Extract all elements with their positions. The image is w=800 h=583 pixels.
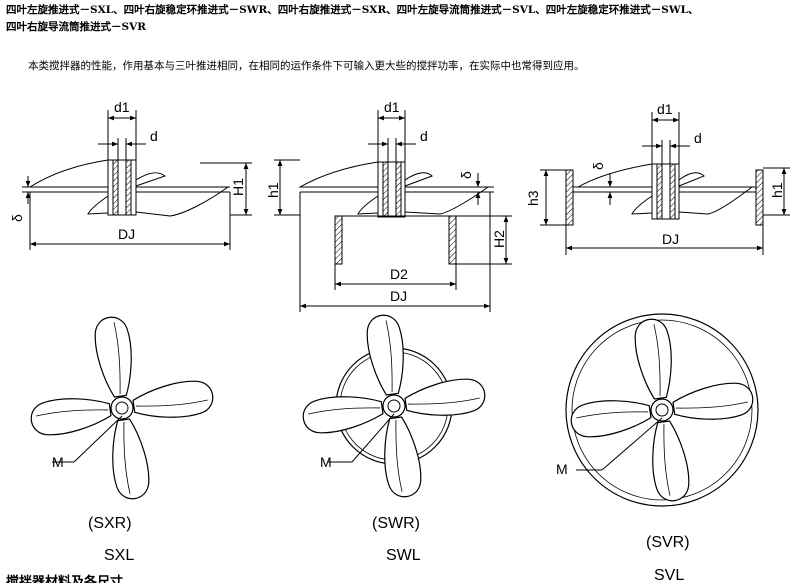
sx-code-right: (SXR) <box>88 515 132 532</box>
sx-marker-m: M <box>52 454 64 470</box>
diagram-sx-dim-labels: d1 d H1 δ DJ <box>9 99 246 242</box>
diagram-sw-top-view <box>300 312 488 500</box>
sv-dim-h3: h3 <box>525 190 541 206</box>
diagram-sx-side-view <box>22 110 252 250</box>
sv-dim-d1: d1 <box>657 101 673 117</box>
sx-dim-dj: DJ <box>118 226 135 242</box>
diagram-sw-side-view <box>274 110 512 312</box>
page-heading: 四叶左旋推进式－SXL、四叶右旋稳定环推进式－SWR、四叶右旋推进式－SXR、四… <box>6 2 796 36</box>
sw-code-right: (SWR) <box>372 515 420 532</box>
sw-dim-h1: h1 <box>265 182 281 198</box>
diagram-sx-top-view <box>28 314 216 502</box>
sv-dim-delta: δ <box>590 162 606 170</box>
sv-marker-m: M <box>556 461 568 477</box>
diagram-sv-top-view <box>565 313 759 507</box>
diagram-sv-side-view <box>540 112 790 255</box>
description-text: 本类搅拌器的性能，作用基本与三叶推进相同，在相同的运作条件下可输入更大些的搅拌功… <box>28 60 585 72</box>
heading-line-1: 四叶左旋推进式－SXL、四叶右旋稳定环推进式－SWR、四叶右旋推进式－SXR、四… <box>6 4 699 16</box>
sw-dim-delta: δ <box>458 171 474 179</box>
sx-dim-d: d <box>150 128 158 144</box>
sv-dim-dj: DJ <box>662 231 679 247</box>
sx-dim-delta: δ <box>9 214 25 222</box>
sx-dim-h1: H1 <box>230 178 246 196</box>
sw-dim-d1: d1 <box>384 99 400 115</box>
sw-code-left: SWL <box>386 547 421 564</box>
sw-dim-d2: D2 <box>390 266 408 282</box>
diagram-sw-dim-labels: d1 d h1 δ H2 D2 DJ <box>265 99 507 304</box>
sw-dim-d: d <box>420 128 428 144</box>
diagram-sv-dim-labels: d1 d δ h3 h1 DJ <box>525 101 785 247</box>
sx-code-left: SXL <box>104 547 134 564</box>
sv-code-right: (SVR) <box>646 534 690 551</box>
sw-dim-dj: DJ <box>390 288 407 304</box>
sw-dim-h2: H2 <box>491 230 507 248</box>
sv-dim-h1: h1 <box>769 182 785 198</box>
sw-marker-m: M <box>320 454 332 470</box>
cut-off-text: 搅拌器材料及各尺寸... <box>6 574 134 583</box>
sv-dim-d: d <box>694 130 702 146</box>
sx-dim-d1: d1 <box>114 99 130 115</box>
heading-line-2: 四叶右旋导流筒推进式－SVR <box>6 21 146 33</box>
sv-code-left: SVL <box>654 567 684 583</box>
